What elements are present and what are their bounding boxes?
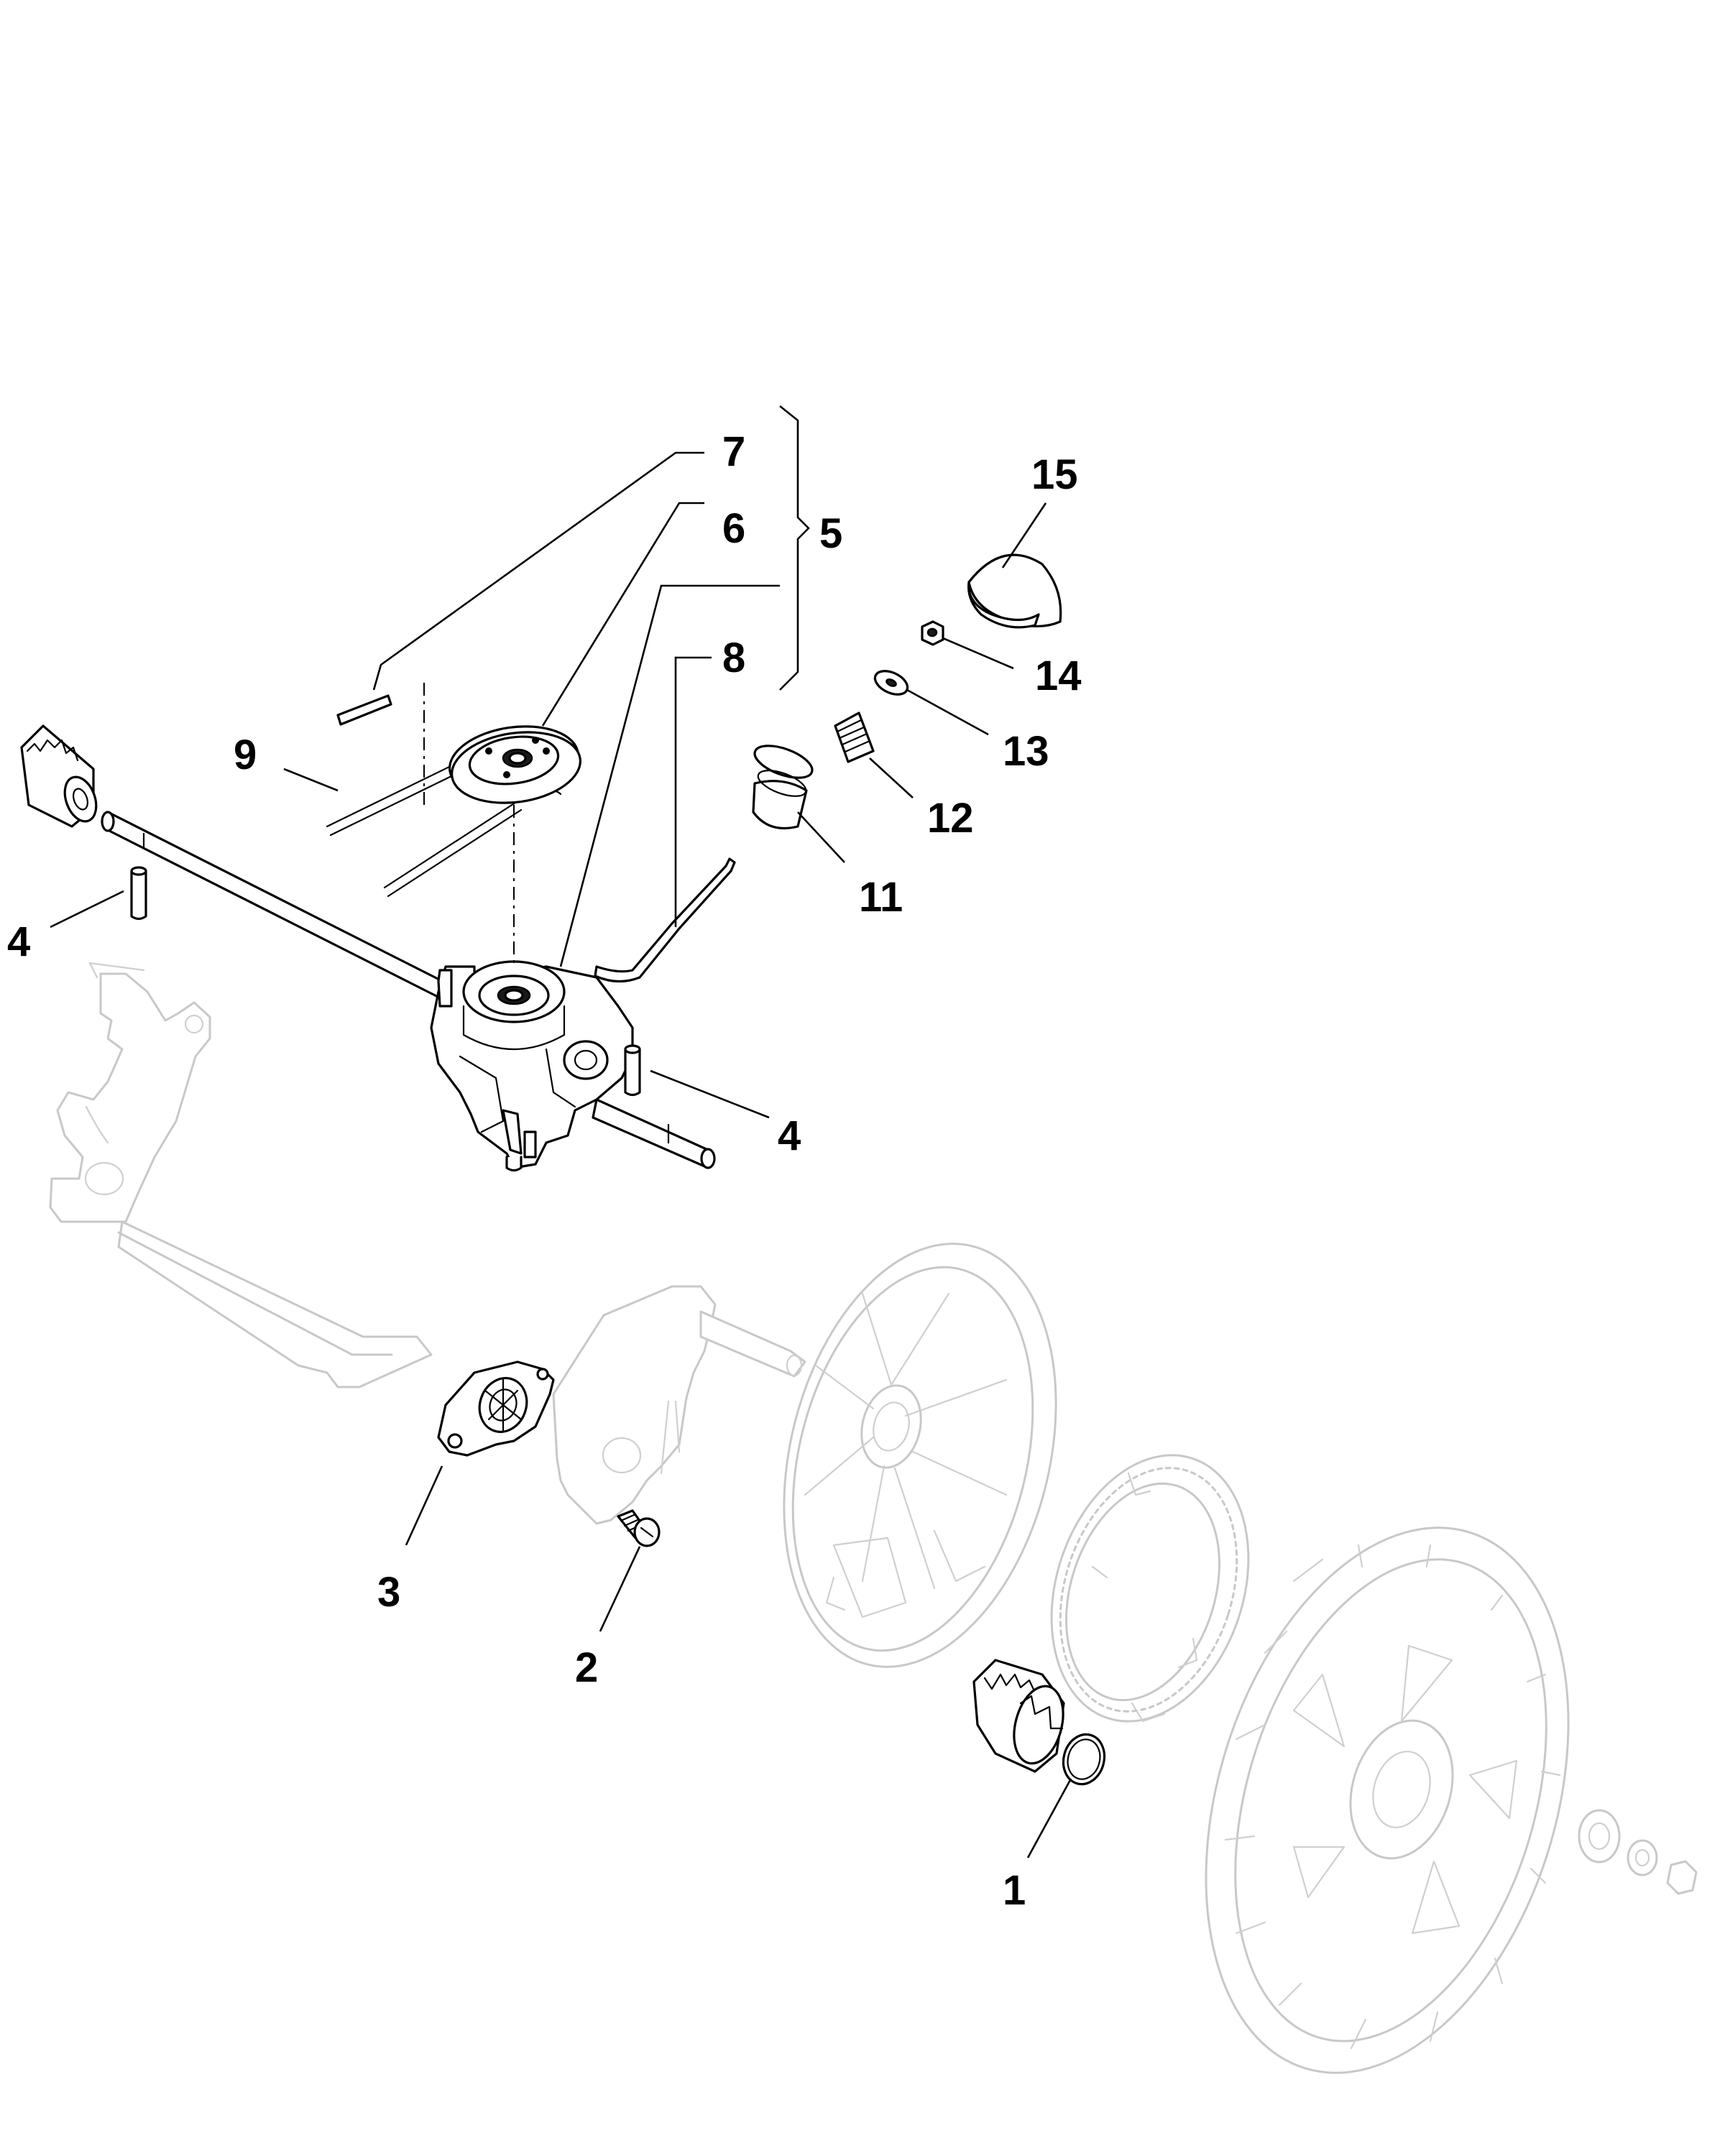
callout-4-right: 4 (778, 1112, 801, 1159)
callout-15: 15 (1031, 451, 1078, 498)
roll-pin-left (130, 866, 147, 921)
roll-pin-right (624, 1044, 641, 1097)
washer (873, 670, 909, 696)
rear-wheel-tyre-ghost (1205, 1526, 1570, 2074)
control-rod (594, 857, 736, 983)
callout-8: 8 (722, 635, 745, 681)
spring (834, 711, 875, 763)
drive-axle (101, 811, 716, 1169)
pulley (448, 725, 581, 804)
callout-5: 5 (819, 510, 842, 557)
callout-2: 2 (575, 1644, 598, 1691)
callout-4-left: 4 (7, 918, 30, 965)
chassis-bracket-ghost (49, 962, 806, 1525)
callout-labels: 1 2 3 4 4 5 6 7 8 9 11 12 13 14 15 (7, 428, 1082, 1914)
nut (921, 620, 944, 646)
callout-3: 3 (377, 1569, 400, 1616)
screw (617, 1509, 661, 1547)
circlip (1062, 1733, 1106, 1786)
key-pin (336, 694, 392, 726)
alignment-lines (423, 683, 515, 963)
drive-gear-ring-ghost (1050, 1454, 1250, 1723)
leader-lines (50, 405, 1072, 1858)
callout-13: 13 (1003, 728, 1049, 775)
callout-1: 1 (1003, 1867, 1026, 1914)
knob-cap (967, 553, 1062, 629)
callout-11: 11 (859, 874, 903, 921)
callout-9: 9 (234, 732, 257, 778)
bushing (752, 745, 814, 830)
pinion-gear-right (972, 1659, 1065, 1773)
bearing-washers-ghost (1578, 1809, 1698, 1895)
wheel-hub-cover-ghost (783, 1243, 1057, 1668)
callout-7: 7 (722, 428, 745, 475)
callout-14: 14 (1035, 653, 1082, 699)
mounting-bracket (437, 1360, 555, 1457)
callout-6: 6 (722, 505, 745, 552)
callout-12: 12 (927, 795, 974, 842)
gearbox-assembly (430, 960, 634, 1172)
pinion-gear-left (20, 724, 98, 828)
